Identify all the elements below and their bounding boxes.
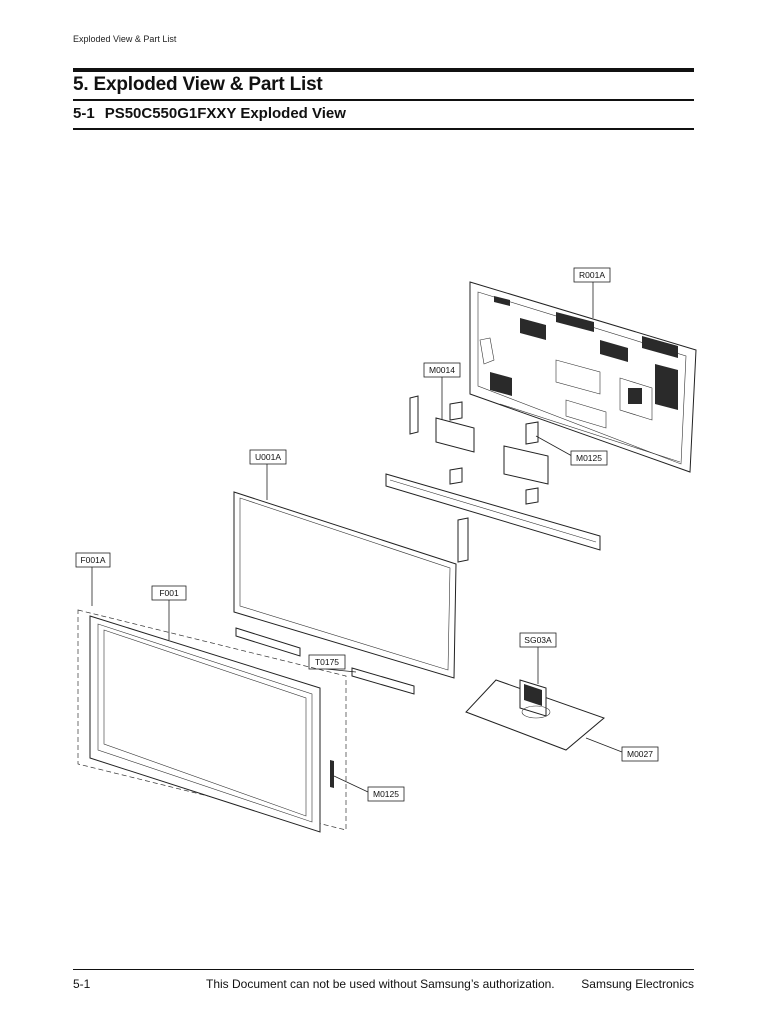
title-rule-top: [73, 68, 694, 72]
bottom-bar-assembly: [385, 473, 601, 563]
section-title-text: PS50C550G1FXXY Exploded View: [104, 105, 346, 122]
callout-f001-label: F001: [159, 588, 179, 598]
title-rule-bottom: [73, 128, 694, 130]
leader-t0175: [325, 668, 357, 673]
leader-m0125-top: [535, 435, 573, 457]
leader-m0125-bottom: [333, 775, 369, 793]
title-rule-middle: [73, 99, 694, 101]
callout-t0175-label: T0175: [315, 657, 339, 667]
callout-f001: F001: [151, 585, 187, 601]
chapter-title: 5. Exploded View & Part List: [73, 74, 323, 95]
callout-r001a-label: R001A: [579, 270, 605, 280]
callout-u001a: U001A: [249, 449, 287, 465]
callout-m0014-label: M0014: [429, 365, 455, 375]
leader-m0027: [585, 737, 623, 753]
footer-notice: This Document can not be used without Sa…: [206, 977, 555, 991]
callout-r001a: R001A: [573, 267, 611, 283]
footer-brand: Samsung Electronics: [581, 977, 694, 991]
footer-page-number: 5-1: [73, 977, 91, 991]
callout-m0125-top-label: M0125: [576, 453, 602, 463]
callout-sg03a-label: SG03A: [524, 635, 552, 645]
callout-m0125-top: M0125: [570, 450, 608, 466]
front-group-outline: [77, 609, 347, 831]
stand-assembly: [465, 679, 605, 751]
callout-t0175: T0175: [308, 654, 346, 670]
callout-m0027: M0027: [621, 746, 659, 762]
front-bezel: [89, 615, 334, 833]
callout-m0014: M0014: [423, 362, 461, 378]
plasma-panel: [233, 491, 457, 679]
callout-sg03a: SG03A: [519, 632, 557, 648]
section-title: 5-1 PS50C550G1FXXY Exploded View: [73, 105, 346, 122]
rear-cover: [469, 281, 697, 473]
callout-m0125-bottom: M0125: [367, 786, 405, 802]
callout-m0027-label: M0027: [627, 749, 653, 759]
speaker-assembly: [235, 627, 415, 695]
footer-rule: [73, 969, 694, 970]
callout-m0125-bottom-label: M0125: [373, 789, 399, 799]
callout-u001a-label: U001A: [255, 452, 281, 462]
running-head: Exploded View & Part List: [73, 34, 177, 44]
callout-f001a: F001A: [75, 552, 111, 568]
section-number: 5-1: [73, 105, 95, 122]
callout-f001a-label: F001A: [80, 555, 105, 565]
board-assembly: [409, 395, 549, 505]
